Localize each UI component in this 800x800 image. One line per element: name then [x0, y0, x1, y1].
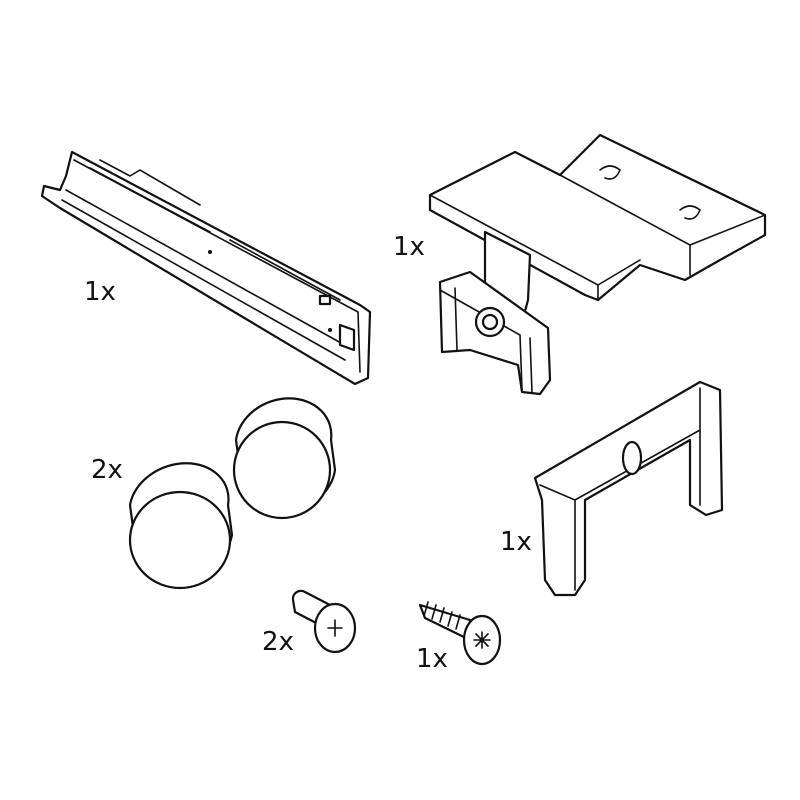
bracket-quantity-label: 1x [393, 232, 425, 262]
round-caps-part [128, 397, 337, 590]
machine-screw-part [291, 589, 357, 654]
mounting-bracket-part [428, 133, 767, 396]
wood-screw-quantity-label: 1x [416, 644, 448, 674]
caps-quantity-label: 2x [91, 455, 123, 485]
wood-screw-part [418, 601, 502, 666]
machine-screw-quantity-label: 2x [262, 627, 294, 657]
rail-part [40, 150, 372, 386]
u-clip-part [533, 380, 724, 597]
clip-quantity-label: 1x [500, 527, 532, 557]
rail-quantity-label: 1x [84, 277, 116, 307]
